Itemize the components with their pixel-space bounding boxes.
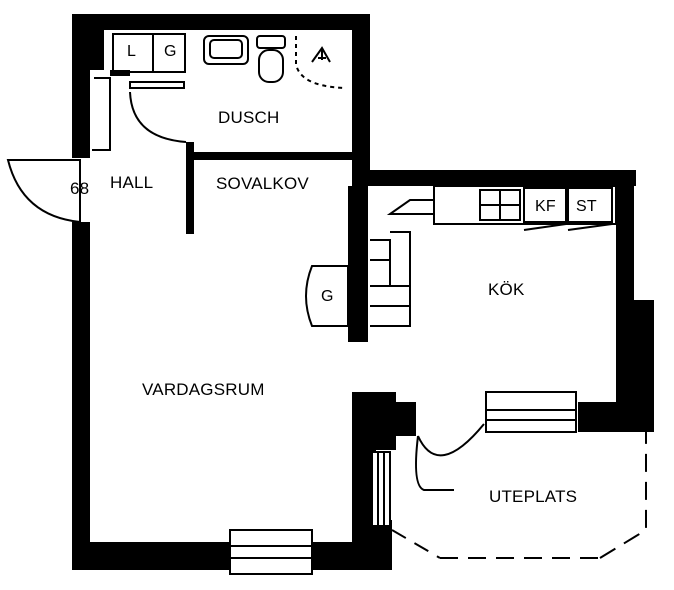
uteplats-outline	[391, 423, 647, 559]
windows	[229, 391, 577, 575]
entrance-door	[6, 159, 81, 224]
kitchen-fixtures	[305, 185, 617, 327]
interior-walls	[90, 30, 416, 436]
fixture-label-kf: KF	[535, 198, 556, 215]
fixture-label-l: L	[127, 43, 137, 60]
fixture-label-g-kitchen: G	[321, 288, 334, 305]
room-label-dusch: DUSCH	[218, 108, 280, 127]
fixture-label-st: ST	[576, 198, 597, 215]
room-label-sovalkov: SOVALKOV	[216, 174, 309, 193]
fixture-label-g-top: G	[164, 43, 177, 60]
entrance-number: 68	[70, 179, 90, 198]
room-label-hall: HALL	[110, 173, 154, 192]
room-label-uteplats: UTEPLATS	[489, 487, 578, 506]
room-label-kok: KÖK	[488, 280, 525, 299]
room-label-vardagsrum: VARDAGSRUM	[142, 380, 265, 399]
bath-fixtures	[92, 33, 345, 151]
